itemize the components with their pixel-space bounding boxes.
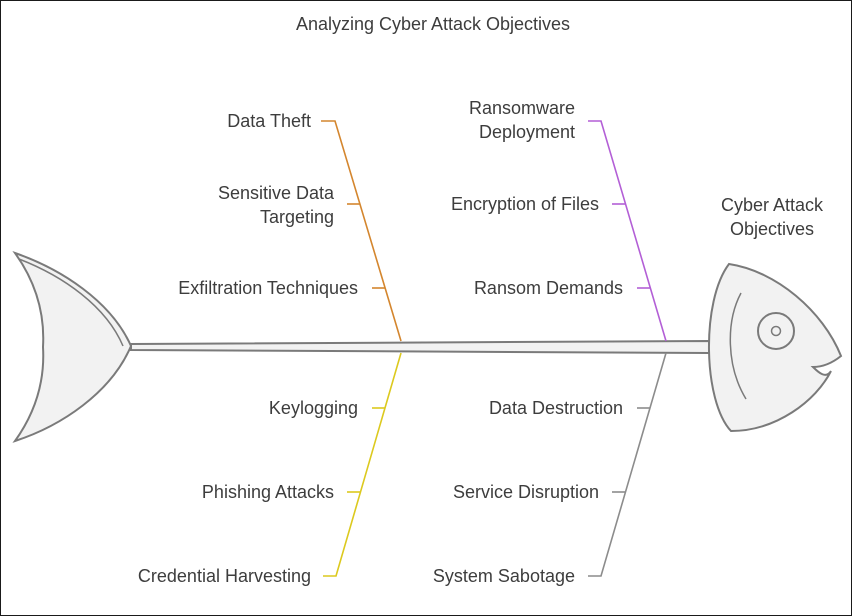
fish-tail (12, 251, 133, 443)
branch-system-sabotage: Data Destruction Service Disruption Syst… (433, 352, 667, 586)
fish-pupil (770, 325, 782, 337)
branch-data-theft: Data Theft Sensitive Data Targeting Exfi… (178, 111, 402, 342)
fish-spine (130, 339, 710, 355)
branch-data-theft-line (321, 120, 402, 342)
branch-title-ransomware-line-1: Ransomware (469, 98, 575, 118)
branch-ransomware: Ransomware Deployment Encryption of File… (451, 98, 667, 342)
branch-title-data-theft: Data Theft (227, 111, 311, 131)
cause-exfiltration-techniques: Exfiltration Techniques (178, 278, 358, 298)
branch-system-sabotage-line (588, 352, 667, 577)
cause-service-disruption: Service Disruption (453, 482, 599, 502)
cause-data-destruction: Data Destruction (489, 398, 623, 418)
cause-phishing-attacks: Phishing Attacks (202, 482, 334, 502)
branch-title-credential-harvesting: Credential Harvesting (138, 566, 311, 586)
fish-gill-line (729, 292, 747, 400)
branch-title-system-sabotage: System Sabotage (433, 566, 575, 586)
head-label-line-2: Objectives (730, 219, 814, 239)
cause-encryption-of-files: Encryption of Files (451, 194, 599, 214)
cause-sensitive-data-line-1: Sensitive Data (218, 183, 335, 203)
cause-ransom-demands: Ransom Demands (474, 278, 623, 298)
head-label-line-1: Cyber Attack (721, 195, 824, 215)
branch-ransomware-line (588, 120, 667, 342)
branch-credential-harvesting-line (323, 352, 402, 577)
branch-title-ransomware-line-2: Deployment (479, 122, 575, 142)
branch-credential-harvesting: Keylogging Phishing Attacks Credential H… (138, 352, 402, 586)
cause-sensitive-data-line-2: Targeting (260, 207, 334, 227)
diagram-title: Analyzing Cyber Attack Objectives (296, 14, 570, 34)
cause-keylogging: Keylogging (269, 398, 358, 418)
fish-tail-inner-line (18, 258, 124, 347)
